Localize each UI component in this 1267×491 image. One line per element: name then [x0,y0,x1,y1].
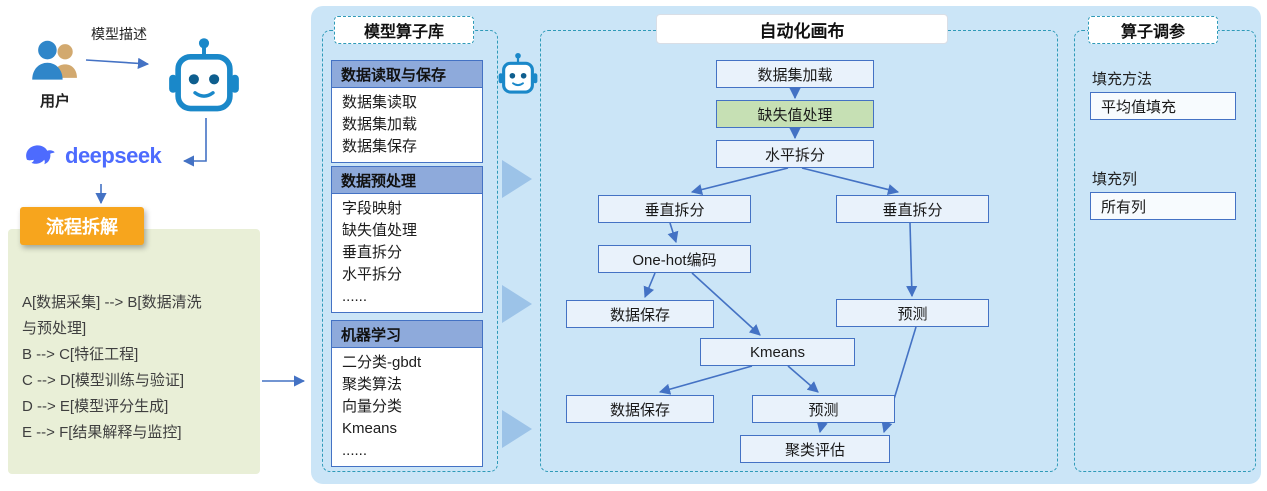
robot-icon [169,38,239,112]
canvas-node-horizontal-split[interactable]: 水平拆分 [716,140,874,168]
canvas-robot-icon [498,52,538,94]
operator-item[interactable]: 字段映射 [342,200,403,217]
deepseek-text: deepseek [65,143,162,168]
canvas-node-onehot-encode[interactable]: One-hot编码 [598,245,751,273]
canvas-node-kmeans[interactable]: Kmeans [700,338,855,366]
canvas-node-vertical-split-left[interactable]: 垂直拆分 [598,195,751,223]
operator-library-title: 模型算子库 [334,16,474,44]
operator-item: ...... [342,442,368,459]
fill-method-value[interactable]: 平均值填充 [1090,92,1236,120]
flow-line: 与预处理] [22,320,87,337]
operator-item[interactable]: 数据集保存 [342,138,418,155]
operator-item[interactable]: 二分类-gbdt [342,354,422,371]
operator-group-preprocess: 数据预处理 字段映射 缺失值处理 垂直拆分 水平拆分 ...... [331,166,483,313]
canvas-node-cluster-eval[interactable]: 聚类评估 [740,435,890,463]
deepseek-whale-icon [26,145,55,165]
flow-text-box [8,229,260,474]
operator-item[interactable]: 水平拆分 [342,266,403,283]
operator-item[interactable]: 向量分类 [342,398,403,415]
process-decompose-badge: 流程拆解 [20,207,144,245]
flow-line: A[数据采集] --> B[数据清洗 [22,294,202,311]
canvas-node-data-save-bottom[interactable]: 数据保存 [566,395,714,423]
flow-line: D --> E[模型评分生成] [22,398,169,415]
flow-line: B --> C[特征工程] [22,346,139,363]
canvas-node-predict-bottom[interactable]: 预测 [752,395,895,423]
canvas-node-missing-value[interactable]: 缺失值处理 [716,100,874,128]
group-header: 机器学习 [332,321,482,348]
group-header: 数据读取与保存 [332,61,482,88]
flow-text: A[数据采集] --> B[数据清洗 与预处理] B --> C[特征工程] C… [22,290,202,446]
flow-line: E --> F[结果解释与监控] [22,424,182,441]
fill-method-label: 填充方法 [1092,71,1153,88]
user-label: 用户 [39,93,70,110]
operator-item: ...... [342,288,368,305]
canvas-node-predict-right[interactable]: 预测 [836,299,989,327]
canvas-title: 自动化画布 [656,14,948,44]
group-header: 数据预处理 [332,167,482,194]
operator-item[interactable]: 聚类算法 [342,376,403,393]
operator-group-ml: 机器学习 二分类-gbdt 聚类算法 向量分类 Kmeans ...... [331,320,483,467]
operator-group-io: 数据读取与保存 数据集读取 数据集加载 数据集保存 [331,60,483,163]
operator-item[interactable]: Kmeans [342,420,398,437]
user-icon [32,40,77,80]
operator-item[interactable]: 缺失值处理 [342,222,418,239]
canvas-node-dataset-load[interactable]: 数据集加载 [716,60,874,88]
canvas-node-data-save-top[interactable]: 数据保存 [566,300,714,328]
operator-item[interactable]: 数据集加载 [342,116,418,133]
fill-column-label: 填充列 [1092,171,1138,188]
flow-line: C --> D[模型训练与验证] [22,372,185,389]
operator-item[interactable]: 数据集读取 [342,94,418,111]
model-desc-label: 模型描述 [91,26,147,42]
deepseek-logo: deepseek [24,142,162,170]
canvas-node-vertical-split-right[interactable]: 垂直拆分 [836,195,989,223]
operator-item[interactable]: 垂直拆分 [342,244,403,261]
fill-column-value[interactable]: 所有列 [1090,192,1236,220]
tuning-title: 算子调参 [1088,16,1218,44]
